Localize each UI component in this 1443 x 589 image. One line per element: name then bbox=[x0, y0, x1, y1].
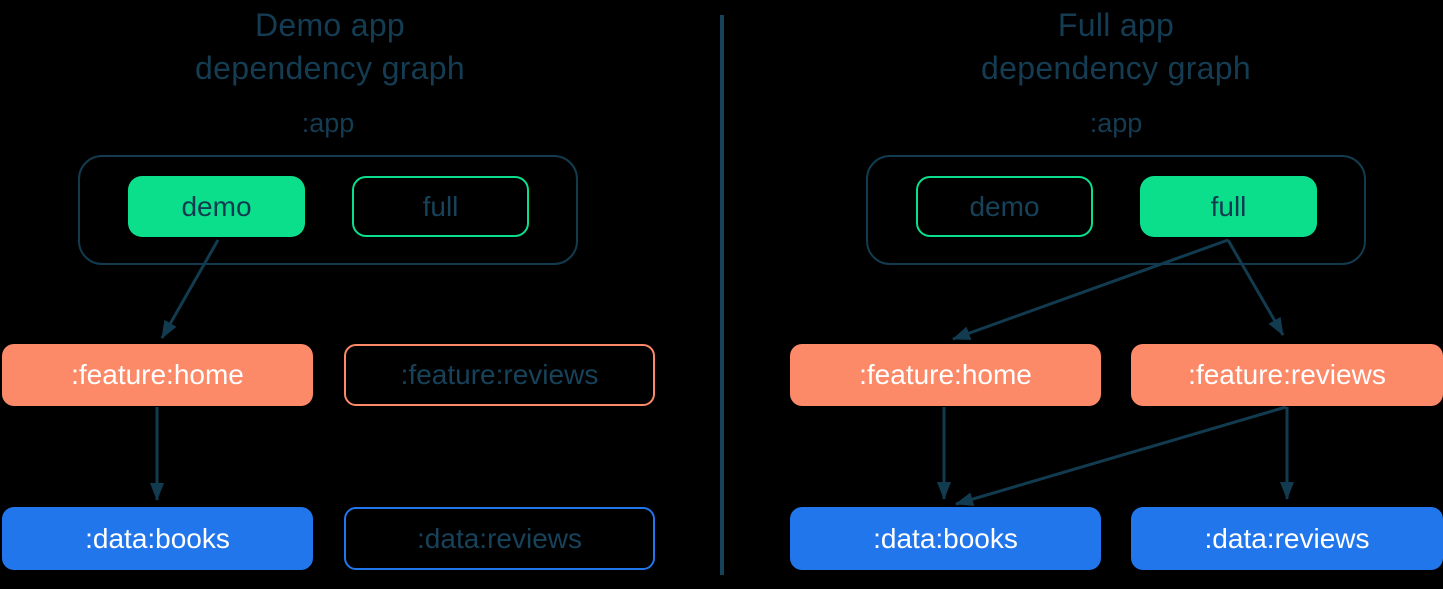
variant-chip-demo: demo bbox=[128, 176, 305, 237]
app-module-label: :app bbox=[301, 108, 355, 138]
title-line-2: dependency graph bbox=[195, 50, 465, 86]
title-line-1: Full app bbox=[1057, 7, 1175, 43]
module-data-books: :data:books bbox=[2, 507, 313, 570]
title-line-2: dependency graph bbox=[981, 50, 1251, 86]
panel-divider bbox=[720, 15, 724, 575]
module-data-reviews: :data:reviews bbox=[1131, 507, 1443, 570]
app-module-container bbox=[78, 155, 578, 265]
module-feature-home: :feature:home bbox=[2, 344, 313, 406]
variant-chip-full: full bbox=[1140, 176, 1317, 237]
panel-title-full: Full app dependency graph bbox=[866, 4, 1366, 90]
module-data-reviews: :data:reviews bbox=[344, 507, 655, 570]
title-line-1: Demo app bbox=[254, 7, 406, 43]
module-feature-reviews: :feature:reviews bbox=[1131, 344, 1443, 406]
app-module-container bbox=[866, 155, 1366, 265]
module-feature-reviews: :feature:reviews bbox=[344, 344, 655, 406]
module-feature-home: :feature:home bbox=[790, 344, 1101, 406]
variant-chip-full: full bbox=[352, 176, 529, 237]
module-data-books: :data:books bbox=[790, 507, 1101, 570]
app-module-label: :app bbox=[1089, 108, 1143, 138]
variant-chip-demo: demo bbox=[916, 176, 1093, 237]
panel-title-demo: Demo app dependency graph bbox=[80, 4, 580, 90]
